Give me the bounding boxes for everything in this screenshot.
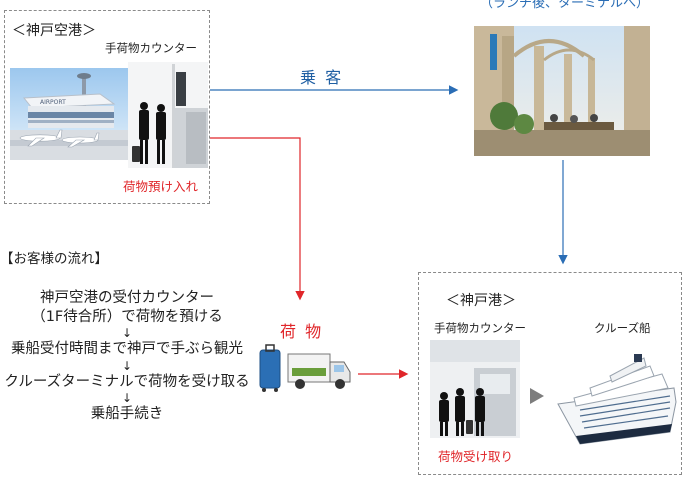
airport-box bbox=[4, 10, 210, 204]
airport-counter-illustration bbox=[128, 62, 208, 168]
flow-arrow-3: ↓ bbox=[121, 391, 133, 405]
passenger-label: 乗 客 bbox=[300, 68, 344, 87]
flow-step2: 乗船受付時間まで神戸で手ぶら観光 bbox=[11, 341, 243, 357]
flow-step1-line1: 神戸空港の受付カウンター bbox=[40, 290, 214, 306]
flow-step3: クルーズターミナルで荷物を受け取る bbox=[4, 373, 250, 390]
port-counter-illustration bbox=[430, 340, 520, 438]
checkin-label: 荷物預け入れ bbox=[123, 179, 199, 194]
port-label: ＜神戸港＞ bbox=[446, 293, 516, 309]
airport-label: ＜神戸空港＞ bbox=[12, 23, 96, 39]
ship-label: クルーズ船 bbox=[594, 321, 651, 335]
flow-arrow-1: ↓ bbox=[121, 326, 133, 340]
port-box bbox=[418, 272, 682, 475]
port-counter-label: 手荷物カウンター bbox=[434, 321, 526, 335]
flow-step1-line2: （1F待合所）で荷物を預ける bbox=[31, 308, 223, 325]
flow-step4: 乗船手続き bbox=[90, 406, 164, 422]
pickup-label: 荷物受け取り bbox=[438, 449, 514, 464]
terminal-photo bbox=[474, 26, 650, 156]
top-caption: （ランチ後、ターミナルへ） bbox=[480, 0, 650, 11]
baggage-label: 荷 物 bbox=[280, 322, 324, 341]
airport-sign: AIRPORT bbox=[40, 99, 66, 106]
airport-counter-label: 手荷物カウンター bbox=[105, 41, 197, 55]
flow-heading: 【お客様の流れ】 bbox=[0, 251, 108, 267]
counter-to-ship-arrow bbox=[530, 388, 544, 404]
luggage-truck-illustration bbox=[258, 342, 354, 394]
flow-steps: 神戸空港の受付カウンター （1F待合所）で荷物を預ける ↓ 乗船受付時間まで神戸… bbox=[0, 289, 254, 424]
baggage-arrow bbox=[210, 137, 305, 301]
cruise-ship-illustration bbox=[550, 340, 680, 450]
flow-arrow-2: ↓ bbox=[121, 358, 133, 373]
airport-illustration: AIRPORT bbox=[10, 68, 128, 160]
